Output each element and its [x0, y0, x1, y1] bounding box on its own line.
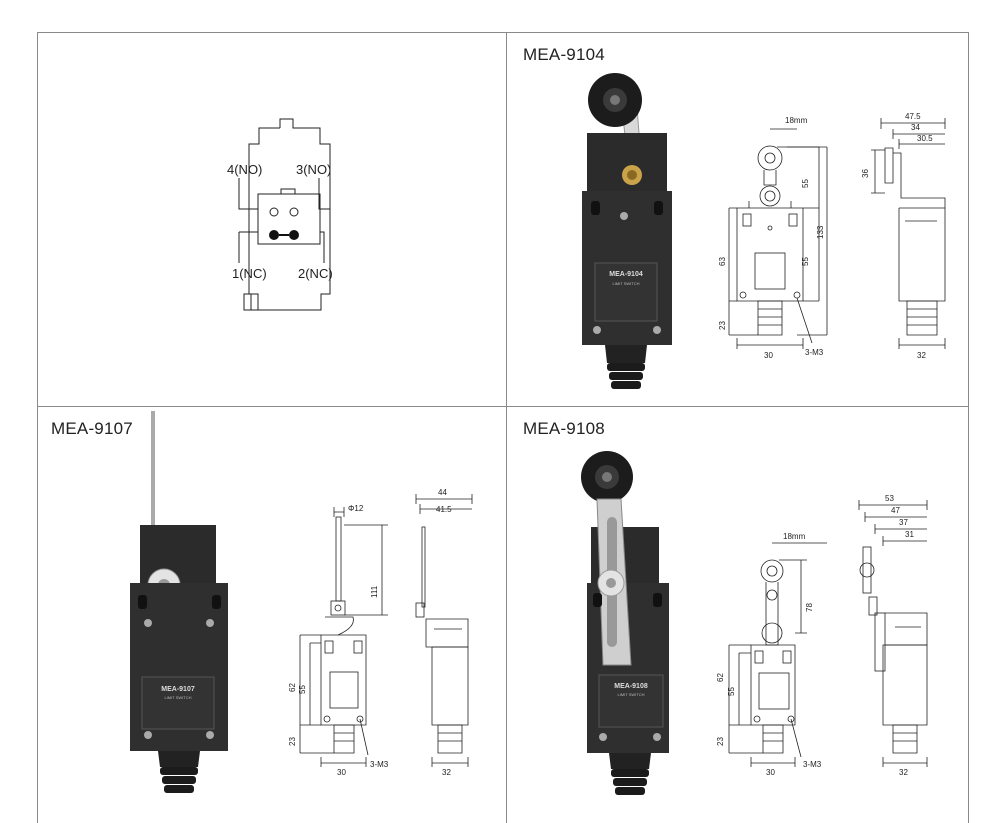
dim-thread: 3-M3 [803, 760, 822, 769]
dim-h-lower: 55 [801, 257, 810, 266]
switch-body-sub: LIMIT SWITCH [617, 692, 644, 697]
dim-w-37: 37 [899, 518, 908, 527]
dim-h-lever: 36 [861, 169, 870, 178]
dim-h-conduit: 23 [288, 737, 297, 746]
wiring-diagram: 4(NO) 3(NO) 1(NC) 2(NC) [227, 118, 333, 311]
terminal-label-2nc: 2(NC) [298, 266, 333, 281]
product-drawing-mea-9108: MEA-9108 LIMIT SWITCH 1 [581, 451, 928, 795]
dim-h-arm: 78 [805, 603, 814, 612]
dim-h-inner: 55 [727, 687, 736, 696]
switch-body-sub: LIMIT SWITCH [164, 695, 191, 700]
grid-divider-horizontal [37, 406, 969, 407]
dim-w-total: 44 [438, 488, 447, 497]
dim-rod: Φ12 [348, 504, 364, 513]
switch-body-sub: LIMIT SWITCH [612, 281, 639, 286]
nc-contact-right-icon [289, 230, 299, 240]
product-cell-mea-9108: MEA-9108 MEA-9108 LIMIT SWITCH [507, 407, 969, 823]
switch-photo: MEA-9104 LIMIT SWITCH [582, 73, 672, 389]
switch-body-model: MEA-9104 [609, 271, 643, 278]
dim-h-conduit: 23 [718, 321, 727, 330]
model-title: MEA-9108 [523, 419, 605, 438]
product-cell-mea-9107: MEA-9107 MEA-9107 LIMIT SWITCH [38, 407, 506, 823]
dim-h-total: 133 [816, 225, 825, 239]
dim-h-inner: 55 [298, 685, 307, 694]
dim-w-body: 30 [766, 768, 775, 777]
side-view-drawing [858, 500, 928, 767]
dim-thread: 3-M3 [805, 348, 824, 357]
dim-w-total: 53 [885, 494, 894, 503]
dim-w-mid: 41.5 [436, 505, 452, 514]
dim-h-upper: 55 [801, 179, 810, 188]
wiring-diagram-cell: 4(NO) 3(NO) 1(NC) 2(NC) [38, 33, 506, 406]
side-view-drawing [871, 118, 946, 349]
dim-w-mid: 34 [911, 123, 920, 132]
switch-body-model: MEA-9108 [614, 683, 648, 690]
dim-roller: 18mm [785, 116, 808, 125]
switch-body-model: MEA-9107 [161, 686, 195, 693]
dim-w-side: 32 [442, 768, 451, 777]
front-view-drawing [728, 542, 827, 767]
dim-h-rod: 111 [370, 585, 379, 598]
dim-w-side: 32 [917, 351, 926, 360]
nc-contact-left-icon [269, 230, 279, 240]
dim-w-47: 47 [891, 506, 900, 515]
dim-w-body: 30 [764, 351, 773, 360]
product-drawing-mea-9107: MEA-9107 LIMIT SWITCH Φ12 [130, 411, 473, 793]
dim-thread: 3-M3 [370, 760, 389, 769]
product-cell-mea-9104: MEA-9104 MEA-9104 LIMIT SWITCH [507, 33, 969, 406]
dim-h-conduit: 23 [716, 737, 725, 746]
front-view-drawing [728, 128, 828, 349]
terminal-label-1nc: 1(NC) [232, 266, 267, 281]
dim-w-side: 32 [899, 768, 908, 777]
grid-divider-vertical [506, 32, 507, 823]
dim-w-31: 31 [905, 530, 914, 539]
side-view-drawing [415, 494, 473, 767]
model-title: MEA-9107 [51, 419, 133, 438]
product-drawing-mea-9104: MEA-9104 LIMIT SWITCH [582, 73, 946, 389]
dim-roller: 18mm [783, 532, 806, 541]
terminal-label-3no: 3(NO) [296, 162, 331, 177]
terminal-label-4no: 4(NO) [227, 162, 262, 177]
model-title: MEA-9104 [523, 45, 605, 64]
switch-photo: MEA-9107 LIMIT SWITCH [130, 411, 228, 793]
front-view-drawing [299, 507, 388, 767]
dim-w-body: 30 [337, 768, 346, 777]
dim-h-body: 62 [288, 683, 297, 692]
catalog-frame [37, 32, 969, 823]
switch-photo: MEA-9108 LIMIT SWITCH [581, 451, 669, 795]
dim-w-inner: 30.5 [917, 134, 933, 143]
dim-w-total: 47.5 [905, 112, 921, 121]
dim-h-body: 63 [718, 257, 727, 266]
dim-h-body: 62 [716, 673, 725, 682]
